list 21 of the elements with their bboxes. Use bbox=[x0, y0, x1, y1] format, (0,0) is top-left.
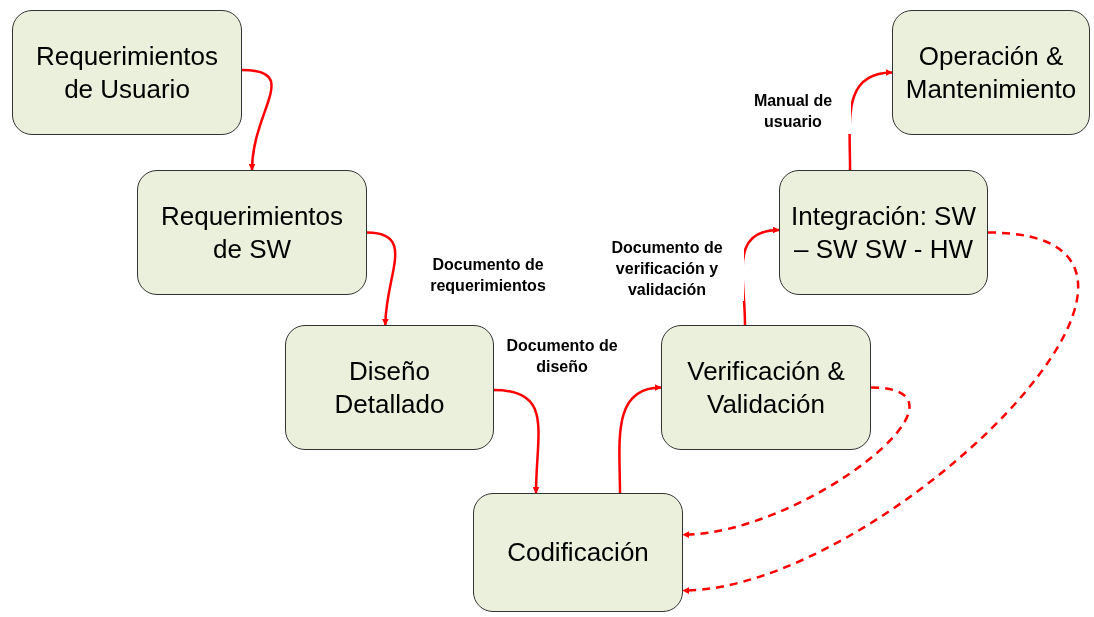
process-box bbox=[12, 10, 242, 135]
arrow bbox=[682, 386, 911, 538]
arrow bbox=[493, 388, 540, 494]
box-text: Requerimientos de SW bbox=[159, 200, 345, 265]
process-box bbox=[285, 325, 494, 450]
box-text: Verificación & Validación bbox=[686, 355, 846, 420]
process-box bbox=[661, 325, 871, 450]
arrow bbox=[848, 69, 893, 170]
box-text: Operación & Mantenimiento bbox=[904, 40, 1078, 105]
process-box bbox=[137, 170, 367, 295]
process-box bbox=[779, 170, 988, 295]
process-box bbox=[892, 10, 1090, 135]
box-text: Integración: SW – SW SW - HW bbox=[790, 200, 977, 265]
arrow bbox=[366, 231, 397, 326]
arrow bbox=[241, 68, 273, 171]
arrow bbox=[682, 231, 1079, 594]
arrow bbox=[618, 384, 662, 493]
box-text: Diseño Detallado bbox=[333, 355, 446, 420]
box-text: Codificación bbox=[507, 536, 649, 569]
process-box bbox=[473, 493, 683, 612]
box-text: Requerimientos de Usuario bbox=[34, 40, 220, 105]
